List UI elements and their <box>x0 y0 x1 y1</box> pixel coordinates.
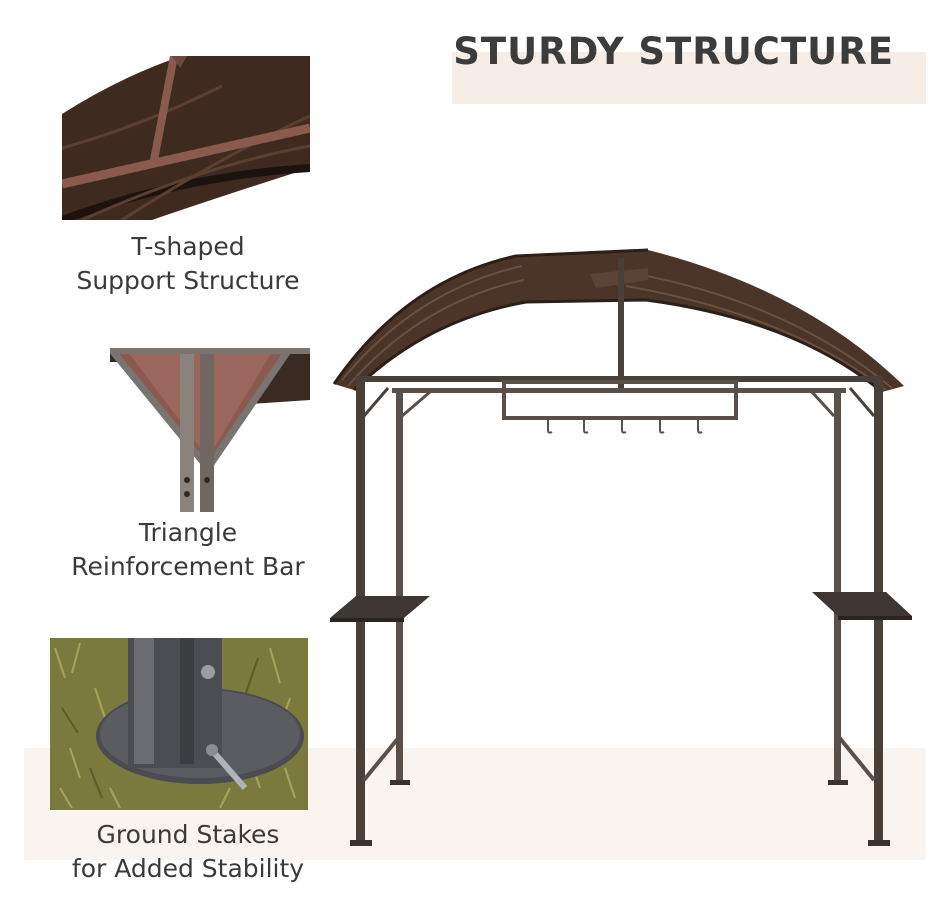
t-shaped-support-caption: T-shaped Support Structure <box>58 230 318 298</box>
triangle-reinforcement-photo <box>110 348 310 512</box>
caption-line: for Added Stability <box>71 854 305 883</box>
ground-stake-photo <box>50 638 308 810</box>
title-band <box>452 52 926 104</box>
ground-stakes-caption: Ground Stakes for Added Stability <box>58 818 318 886</box>
caption-line: Triangle <box>138 518 238 547</box>
caption-line: T-shaped <box>131 232 245 261</box>
caption-line: Ground Stakes <box>96 820 280 849</box>
triangle-reinforcement-caption: Triangle Reinforcement Bar <box>58 516 318 584</box>
caption-line: Support Structure <box>76 266 300 295</box>
page-title: STURDY STRUCTURE <box>453 30 894 73</box>
gazebo-photo <box>326 240 916 860</box>
t-shaped-support-photo <box>62 56 310 220</box>
caption-line: Reinforcement Bar <box>71 552 305 581</box>
